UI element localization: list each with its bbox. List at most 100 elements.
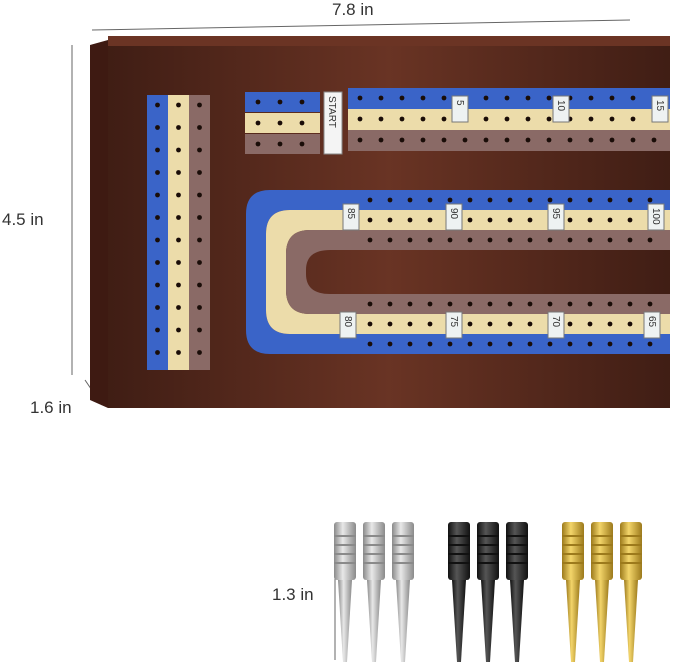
peg-hole <box>647 237 653 243</box>
peg-hole <box>427 321 433 327</box>
peg-hole <box>507 217 513 223</box>
peg-hole <box>299 141 305 147</box>
pegs <box>334 522 642 662</box>
black-peg <box>506 522 528 662</box>
score-marker-label: 80 <box>342 316 353 328</box>
peg-hole <box>447 301 453 307</box>
peg-hole <box>627 341 633 347</box>
peg-hole <box>547 197 553 203</box>
peg-hole <box>197 282 202 288</box>
peg-hole <box>525 137 531 143</box>
peg-hole <box>607 321 613 327</box>
peg-hole <box>427 301 433 307</box>
left-track <box>147 95 210 370</box>
peg-hole <box>367 321 373 327</box>
peg-hole <box>462 137 468 143</box>
peg-hole <box>546 137 552 143</box>
score-marker: 5 <box>451 95 469 123</box>
peg-hole <box>567 301 573 307</box>
peg-hole <box>197 327 202 333</box>
peg-hole <box>176 215 181 220</box>
depth-dimension-label: 1.6 in <box>30 398 72 417</box>
peg-hole <box>387 197 393 203</box>
peg-hole <box>155 215 160 220</box>
score-marker-label: 5 <box>454 100 465 106</box>
score-marker: 65 <box>643 311 661 339</box>
peg-hole <box>378 95 384 101</box>
peg-hole <box>504 137 510 143</box>
peg-hole <box>487 301 493 307</box>
peg-hole <box>176 260 181 265</box>
peg-hole <box>447 341 453 347</box>
peg-hole <box>627 321 633 327</box>
peg-hole <box>197 215 202 220</box>
peg-hole <box>546 95 552 101</box>
peg-hole <box>176 350 181 355</box>
peg-hole <box>155 260 160 265</box>
black-peg <box>477 522 499 662</box>
peg-hole <box>607 341 613 347</box>
peg-hole <box>407 341 413 347</box>
peg-hole <box>547 341 553 347</box>
peg-hole <box>507 197 513 203</box>
peg-hole <box>587 301 593 307</box>
peg-hole <box>487 341 493 347</box>
peg-hole <box>607 217 613 223</box>
peg-hole <box>176 192 181 198</box>
score-marker: 10 <box>552 95 570 123</box>
peg-hole <box>197 305 202 310</box>
peg-hole <box>155 282 160 288</box>
silver-peg <box>392 522 414 662</box>
peg-hole <box>588 116 594 122</box>
score-marker: 70 <box>547 311 565 339</box>
peg-hole <box>176 125 181 130</box>
peg-hole <box>367 301 373 307</box>
peg-hole <box>507 301 513 307</box>
peg-hole <box>467 341 473 347</box>
peg-hole <box>567 341 573 347</box>
peg-hole <box>467 301 473 307</box>
peg-hole <box>277 99 283 105</box>
peg-hole <box>487 237 493 243</box>
peg-hole <box>155 102 160 108</box>
peg-hole <box>504 116 510 122</box>
peg-hole <box>387 301 393 307</box>
peg-hole <box>155 327 160 333</box>
peg-hole <box>647 341 653 347</box>
peg-hole <box>427 197 433 203</box>
peg-hole <box>607 237 613 243</box>
peg-hole <box>483 137 489 143</box>
peg-hole <box>587 217 593 223</box>
peg-hole <box>255 141 261 147</box>
peg-hole <box>367 237 373 243</box>
peg-hole <box>277 141 283 147</box>
peg-hole <box>155 305 160 310</box>
score-marker-label: 100 <box>650 208 661 225</box>
peg-hole <box>567 237 573 243</box>
peg-hole <box>427 217 433 223</box>
peg-hole <box>609 116 615 122</box>
peg-hole <box>507 321 513 327</box>
peg-hole <box>197 237 202 243</box>
score-marker: 75 <box>445 311 463 339</box>
peg-hole <box>527 321 533 327</box>
peg-hole <box>627 197 633 203</box>
peg-hole <box>176 170 181 175</box>
peg-hole <box>587 197 593 203</box>
peg-hole <box>155 350 160 355</box>
peg-hole <box>527 301 533 307</box>
score-marker: 80 <box>339 311 357 339</box>
peg-hole <box>197 170 202 175</box>
peg-hole <box>176 147 181 153</box>
peg-hole <box>367 341 373 347</box>
peg-hole <box>627 237 633 243</box>
silver-peg <box>363 522 385 662</box>
peg-hole <box>420 95 426 101</box>
peg-hole <box>197 192 202 198</box>
peg-hole <box>527 237 533 243</box>
peg-hole <box>277 120 283 126</box>
peg-hole <box>399 95 405 101</box>
score-marker-label: 75 <box>448 316 459 328</box>
peg-hole <box>197 125 202 130</box>
